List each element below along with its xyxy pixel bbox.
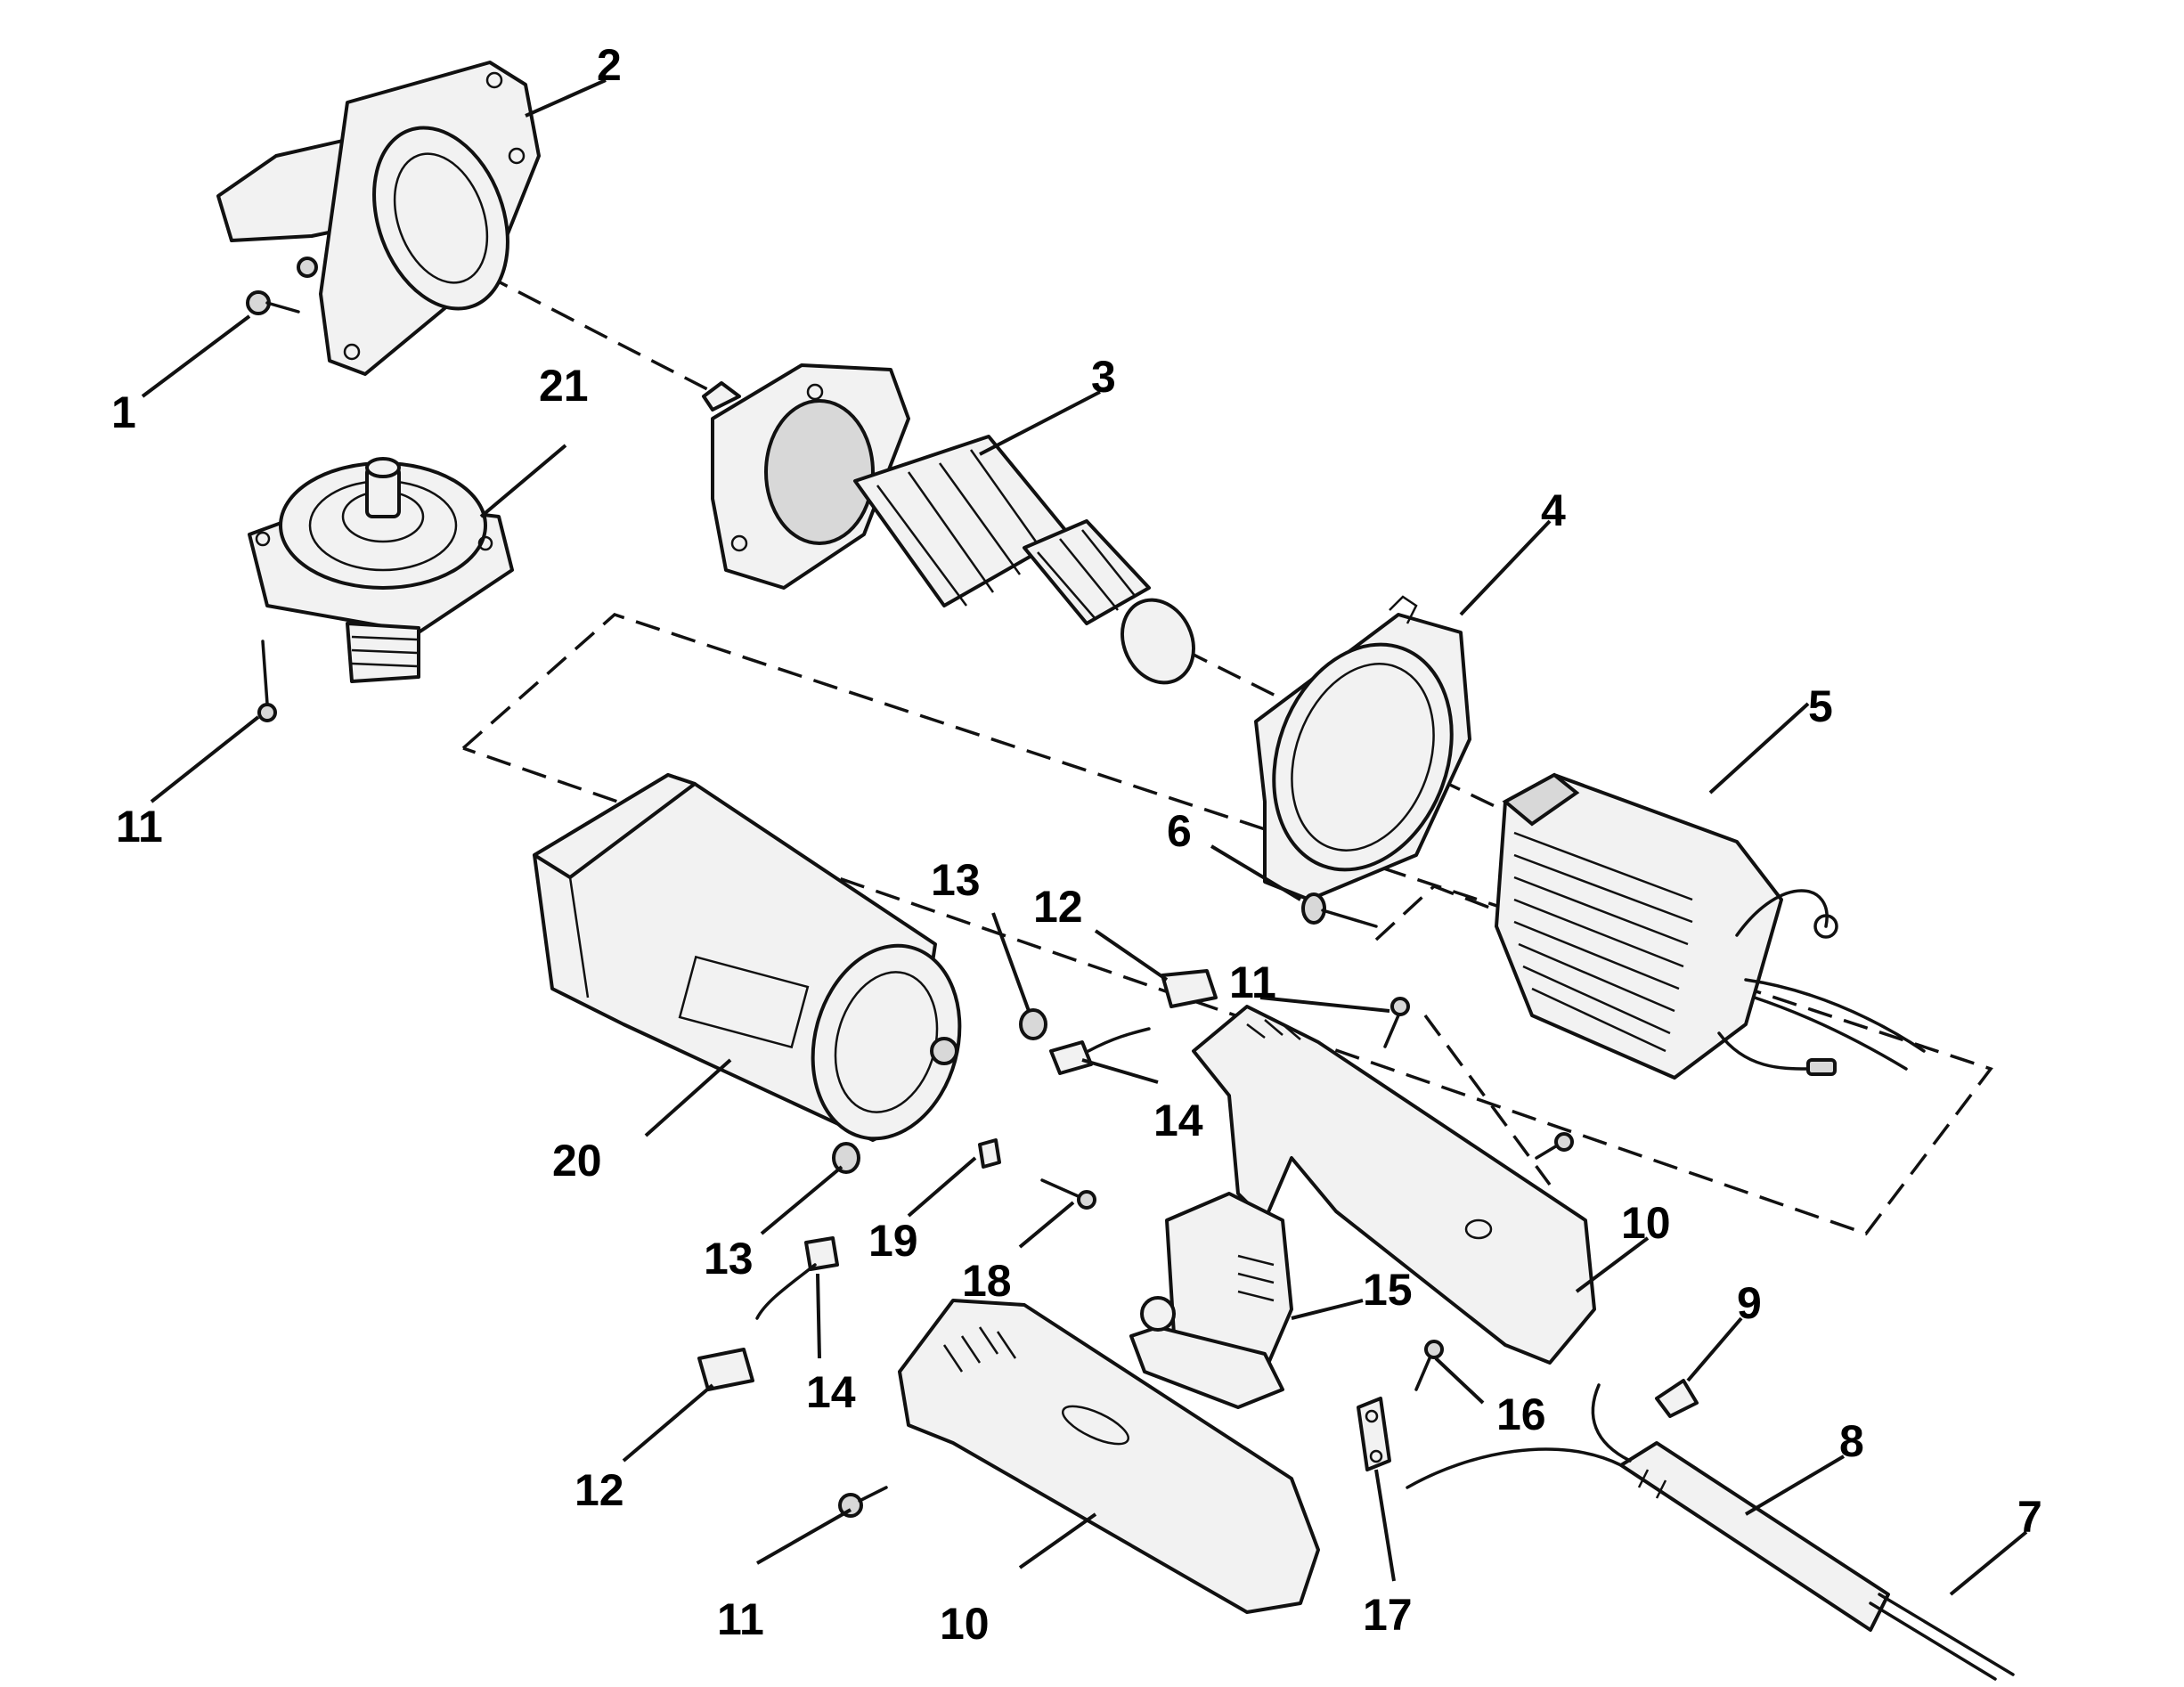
callout-11-handle-upper: 11 xyxy=(1229,958,1276,1007)
callout-4: 4 xyxy=(1541,485,1566,535)
cord-protector-8 xyxy=(1619,1441,1890,1632)
handle-half-upper xyxy=(1192,1005,1596,1365)
callout-14-lower: 14 xyxy=(806,1367,856,1417)
field-stator xyxy=(1495,772,1926,1080)
brush-holder-12-lower xyxy=(697,1348,754,1391)
power-cord-7 xyxy=(1406,1383,2015,1681)
callout-21: 21 xyxy=(539,361,589,411)
clip-19 xyxy=(978,1138,1001,1169)
callout-9: 9 xyxy=(1737,1278,1762,1328)
callout-8: 8 xyxy=(1839,1416,1864,1466)
motor-housing xyxy=(533,773,962,1142)
callout-20: 20 xyxy=(552,1136,602,1186)
callout-17: 17 xyxy=(1363,1590,1413,1640)
screw-11-handle-upper xyxy=(1383,997,1410,1048)
screw-11-gear xyxy=(257,640,277,722)
callout-18: 18 xyxy=(962,1256,1012,1306)
callout-16: 16 xyxy=(1496,1390,1546,1439)
callout-13-upper: 13 xyxy=(931,855,981,905)
callout-12-lower: 12 xyxy=(575,1465,624,1515)
callout-1: 1 xyxy=(111,387,136,437)
callout-10-upper: 10 xyxy=(1621,1198,1671,1248)
assembly-boundary xyxy=(461,613,1993,1236)
gear-assembly xyxy=(248,457,514,683)
alignment-axis-screw6 xyxy=(1374,884,1493,941)
callout-3: 3 xyxy=(1091,352,1116,402)
switch-15 xyxy=(1129,1192,1293,1409)
screw-6 xyxy=(1301,892,1378,928)
callout-7: 7 xyxy=(2017,1492,2042,1542)
armature xyxy=(702,363,1195,685)
screw-11-handle-right xyxy=(1535,1132,1574,1160)
callout-10-lower: 10 xyxy=(940,1599,990,1649)
callout-11-handle-lower: 11 xyxy=(717,1594,764,1644)
cord-clamp-17 xyxy=(1357,1397,1391,1471)
wire-connector-9 xyxy=(1655,1379,1699,1418)
screw-1 xyxy=(246,290,300,315)
screw-16 xyxy=(1414,1340,1444,1391)
callout-labels: 1 2 3 4 5 6 7 8 9 10 10 11 11 11 11 12 1… xyxy=(111,40,2042,1649)
screw-18 xyxy=(1040,1178,1096,1210)
baffle-ring xyxy=(1254,595,1471,901)
brush-spring-13-upper xyxy=(1019,1008,1047,1040)
gear-housing xyxy=(216,61,541,376)
callout-14-upper: 14 xyxy=(1153,1096,1203,1145)
callout-11-gear: 11 xyxy=(116,802,163,852)
callout-5: 5 xyxy=(1808,681,1833,731)
callout-19: 19 xyxy=(868,1216,918,1266)
carbon-brush-14-lower xyxy=(755,1236,839,1320)
brush-holder-12-upper xyxy=(1161,969,1218,1008)
callout-13-lower: 13 xyxy=(704,1234,754,1284)
leader-lines xyxy=(141,78,2028,1596)
alignment-axis-armature xyxy=(1184,648,1292,705)
brush-spring-13-lower xyxy=(832,1142,860,1174)
screw-11-handle-lower xyxy=(838,1486,888,1518)
callout-6: 6 xyxy=(1167,806,1192,856)
handle-half-lower xyxy=(898,1299,1320,1614)
callout-2: 2 xyxy=(597,40,622,90)
callout-12-upper: 12 xyxy=(1033,882,1083,932)
callout-15: 15 xyxy=(1363,1265,1413,1315)
